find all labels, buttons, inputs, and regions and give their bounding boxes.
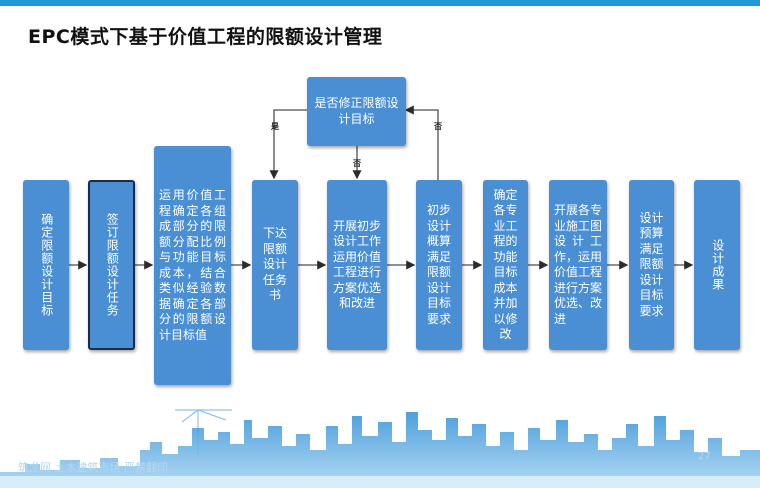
label-no-1: 否: [353, 158, 361, 169]
node-design-budget-text: 设计预算满足限额设计目标要求: [635, 211, 668, 320]
node-revise-target-text: 是否修正限额设计目标: [313, 96, 400, 127]
footer-watermark: 筑龙网 土木建筑市场 严禁翻印: [18, 459, 168, 475]
label-yes: 是: [271, 121, 279, 132]
node-preliminary-estimate: 初步设计概算满足限额设计目标要求: [416, 180, 462, 350]
node-issue-task-book-text: 下达限额设计任务书: [258, 226, 292, 304]
node-preliminary-design: 开展初步设计工作运用价值工程进行方案优选和改进: [327, 180, 387, 350]
node-preliminary-design-text: 开展初步设计工作运用价值工程进行方案优选和改进: [333, 219, 381, 312]
label-no-2: 否: [434, 121, 442, 132]
node-preliminary-estimate-text: 初步设计概算满足限额设计目标要求: [422, 203, 456, 327]
node-determine-target: 确定限额设计目标: [23, 180, 69, 350]
node-function-cost: 确定各专业工程的功能目标成本并加以修改: [483, 180, 528, 350]
node-value-engineering-text: 运用价值工程确定各组成部分的限额分配比例与功能目标成本，结合类似经验数据确定各部…: [159, 188, 226, 343]
node-construction-drawing: 开展各专业施工图设计工作，运用价值工程进行方案优选、改进: [549, 180, 607, 350]
node-issue-task-book: 下达限额设计任务书: [252, 180, 298, 350]
node-construction-drawing-text: 开展各专业施工图设计工作，运用价值工程进行方案优选、改进: [554, 203, 602, 327]
node-value-engineering: 运用价值工程确定各组成部分的限额分配比例与功能目标成本，结合类似经验数据确定各部…: [154, 146, 231, 385]
page-number: 27: [698, 451, 711, 462]
node-design-result: 设计成果: [694, 180, 740, 350]
node-design-budget: 设计预算满足限额设计目标要求: [629, 180, 674, 350]
node-revise-target: 是否修正限额设计目标: [307, 77, 406, 146]
node-sign-task: 签订限额设计任务: [88, 180, 135, 350]
node-function-cost-text: 确定各专业工程的功能目标成本并加以修改: [489, 188, 522, 343]
